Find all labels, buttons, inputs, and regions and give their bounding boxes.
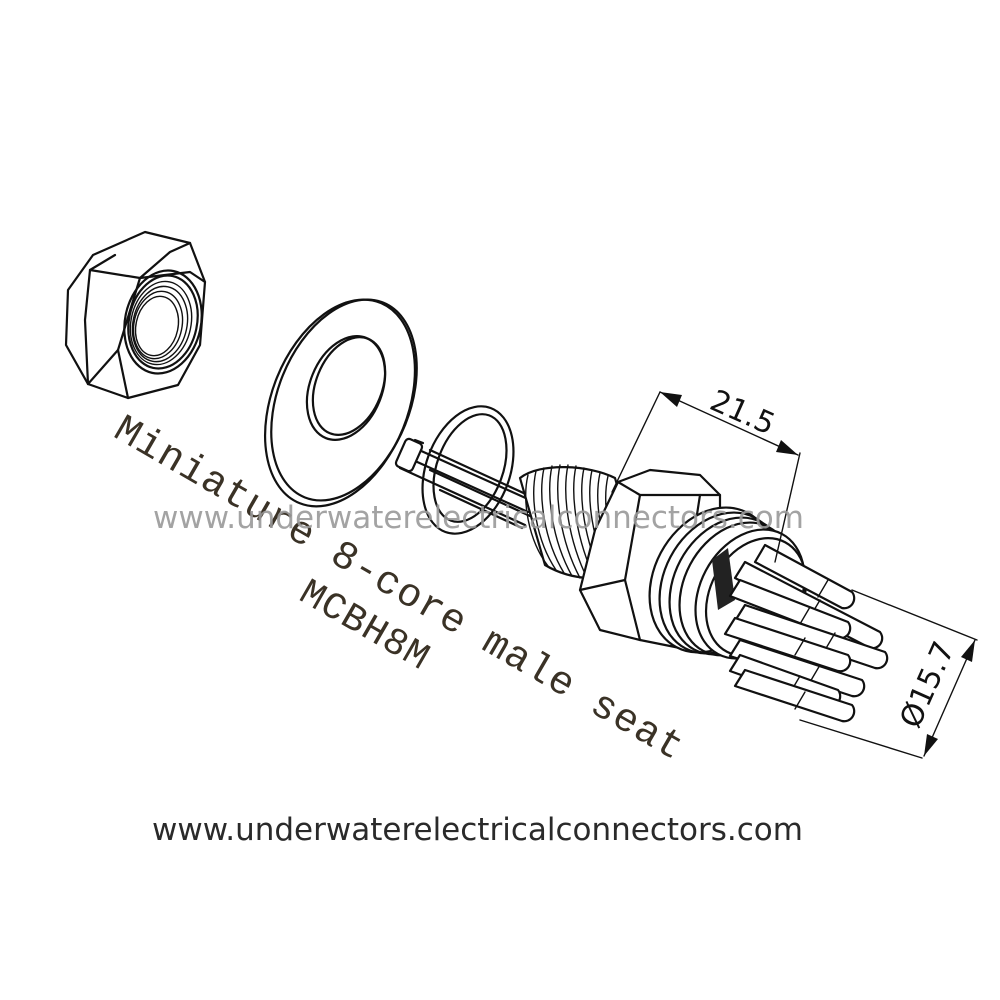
- pin: [728, 638, 866, 698]
- dimension-diameter-text: Ø15.7: [893, 636, 962, 733]
- o-ring: [421, 405, 515, 535]
- watermark-url: www.underwaterelectricalconnectors.com: [153, 500, 804, 536]
- male-pins: [723, 543, 889, 723]
- keying-mark: [712, 548, 735, 610]
- pin: [733, 668, 856, 723]
- flat-washer: [263, 298, 418, 508]
- hex-nut: [64, 230, 207, 400]
- pin: [753, 543, 856, 610]
- dimension-length-text: 21.5: [705, 383, 780, 442]
- rear-pins: [394, 437, 532, 530]
- footer-url: www.underwaterelectricalconnectors.com: [152, 812, 803, 848]
